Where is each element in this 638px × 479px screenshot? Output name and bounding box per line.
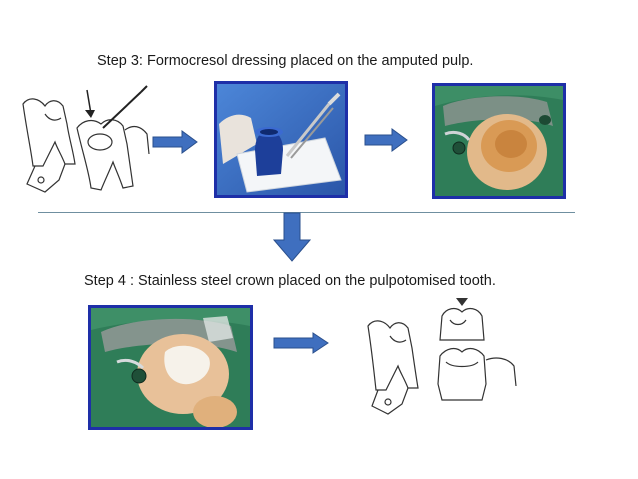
formocresol-dish-photo	[214, 81, 348, 198]
step4-caption: Step 4 : Stainless steel crown placed on…	[84, 273, 496, 289]
dressed-tooth-photo	[432, 83, 566, 199]
arrow-right-icon	[364, 128, 408, 152]
tooth-pulp-sketch	[15, 84, 150, 202]
arrow-right-icon	[273, 332, 329, 354]
step3-caption: Step 3: Formocresol dressing placed on t…	[97, 53, 474, 69]
section-divider	[38, 212, 575, 213]
steel-crown-sketch	[362, 296, 518, 422]
arrow-down-icon	[273, 212, 311, 262]
arrow-right-icon	[152, 130, 198, 154]
pulpotomised-tooth-photo	[88, 305, 253, 430]
